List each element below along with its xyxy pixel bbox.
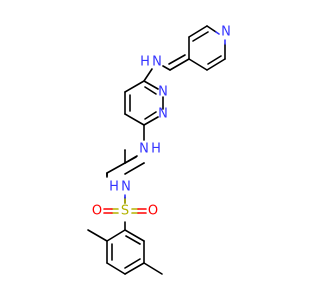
bond — [144, 111, 157, 120]
bond — [106, 162, 126, 174]
amine-nitrogen-top: N — [152, 55, 162, 70]
amine-hydrogen-top: H — [140, 55, 150, 70]
bond — [188, 25, 208, 38]
pyridine-ring — [168, 25, 226, 71]
bond — [143, 80, 159, 90]
bond — [124, 80, 145, 93]
bond — [124, 258, 141, 269]
bond — [169, 58, 190, 71]
bond — [215, 31, 220, 35]
bond — [206, 58, 226, 71]
bond — [143, 116, 159, 126]
pyridazine-nitrogen-2: N — [158, 85, 168, 100]
sulfur-atom: S — [121, 204, 129, 219]
bond — [87, 229, 108, 242]
bond — [125, 235, 141, 245]
bond — [143, 262, 163, 275]
amine-hydrogen-mid: H — [151, 142, 161, 157]
oxygen-atom-left: O — [92, 204, 102, 219]
bond — [144, 86, 157, 95]
bond — [192, 31, 209, 42]
pyridine-nitrogen: N — [221, 25, 231, 40]
bond — [124, 229, 145, 242]
bond — [124, 113, 145, 126]
bond — [162, 65, 171, 71]
molecule-canvas: N N H N N N H H N S O O — [87, 25, 231, 275]
bond — [124, 156, 137, 164]
sulfonamide-nitrogen: N — [121, 180, 131, 195]
sulfonamide-hydrogen: H — [109, 180, 119, 195]
bond — [168, 54, 186, 65]
pyridazine-nitrogen-1: N — [158, 107, 168, 122]
bond — [206, 25, 217, 33]
bond — [207, 55, 222, 65]
bond — [106, 229, 126, 242]
bond — [124, 162, 145, 175]
pyridazine-ring — [124, 68, 164, 126]
benzene-ring — [87, 229, 163, 275]
bond — [143, 68, 153, 82]
bond — [106, 262, 126, 275]
molecule-structure: N N H N N N H H N S O O — [87, 25, 231, 275]
bond — [188, 58, 208, 71]
bond — [124, 262, 145, 275]
amine-nitrogen-mid: N — [139, 142, 149, 157]
oxygen-atom-right: O — [148, 204, 158, 219]
